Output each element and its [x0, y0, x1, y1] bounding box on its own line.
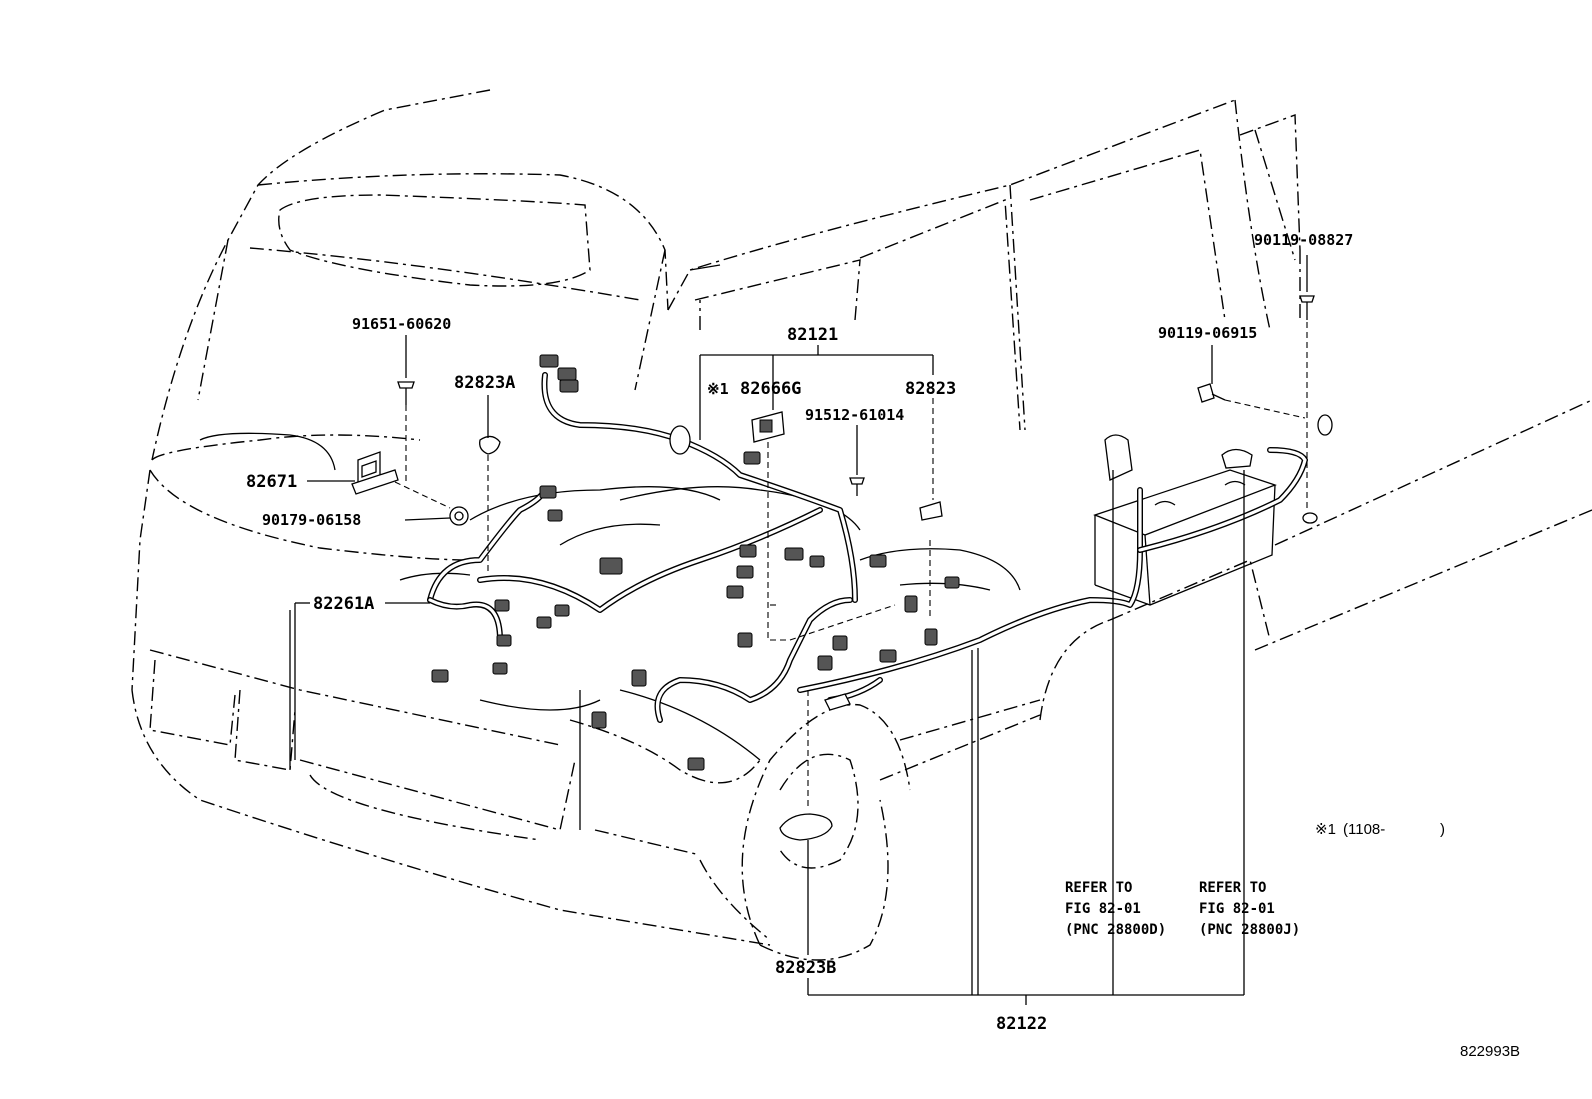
footnote-mark: ※1 [1315, 821, 1336, 838]
label-star-mark: ※1 [707, 380, 729, 398]
bolt-91512-61014 [849, 477, 865, 496]
engine-compartment [199, 432, 1021, 830]
label-91512-61014: 91512-61014 [805, 406, 904, 424]
refer-right-line3: (PNC 28800J) [1199, 922, 1300, 938]
grommet [669, 425, 691, 455]
label-82823: 82823 [905, 379, 956, 399]
wire-harness-82121 [427, 372, 858, 723]
refer-note-left: REFER TO FIG 82-01 (PNC 28800D) [1065, 880, 1166, 938]
clamp-82823 [919, 501, 943, 521]
clip-90179-06158 [449, 506, 469, 526]
footnote-text: (1108- [1343, 821, 1385, 838]
footnote: ※1 (1108- ) [1315, 821, 1445, 838]
label-82122: 82122 [996, 1014, 1047, 1034]
harness-connectors [431, 354, 960, 771]
clamp-82823A [479, 435, 501, 455]
refer-left-line2: FIG 82-01 [1065, 901, 1141, 917]
wire-harness-82122 [797, 447, 1308, 703]
label-90119-06915: 90119-06915 [1158, 324, 1257, 342]
ground-lug [1302, 414, 1333, 524]
label-82823B: 82823B [775, 958, 836, 978]
label-82823A: 82823A [454, 373, 515, 393]
label-82261A: 82261A [313, 594, 374, 614]
terminal-negative [1221, 448, 1253, 469]
refer-right-line1: REFER TO [1199, 880, 1266, 896]
battery [1093, 469, 1277, 606]
terminal-positive [1104, 434, 1133, 481]
refer-note-right: REFER TO FIG 82-01 (PNC 28800J) [1199, 880, 1300, 938]
clamp-82823B [779, 813, 833, 841]
vehicle-body-outline [131, 89, 1592, 961]
label-82671: 82671 [246, 472, 297, 492]
bolt-91651-60620 [397, 381, 415, 405]
bracket-82671 [351, 451, 399, 495]
bolt-90119-08827 [1299, 295, 1315, 320]
cable-end [824, 693, 851, 711]
label-82121: 82121 [787, 325, 838, 345]
part-labels: 82121 ※1 82666G 82823 91512-61014 82823A… [246, 231, 1353, 1034]
bracket-82666G [751, 411, 785, 443]
refer-left-line3: (PNC 28800D) [1065, 922, 1166, 938]
label-90119-08827: 90119-08827 [1254, 231, 1353, 249]
label-91651-60620: 91651-60620 [352, 315, 451, 333]
footnote-close: ) [1440, 821, 1445, 838]
bolt-90119-06915 [1197, 383, 1226, 403]
leader-lines [294, 255, 1308, 1005]
diagram-code: 822993B [1460, 1043, 1520, 1060]
refer-left-line1: REFER TO [1065, 880, 1132, 896]
label-90179-06158: 90179-06158 [262, 511, 361, 529]
refer-right-line2: FIG 82-01 [1199, 901, 1275, 917]
label-82666G: 82666G [740, 379, 801, 399]
